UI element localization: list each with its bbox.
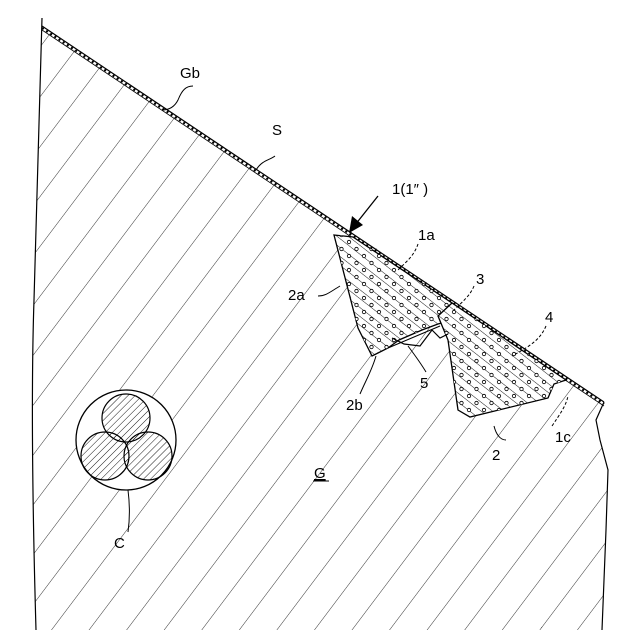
label-block: 1(1″ ) [392,181,428,198]
label-3: 3 [476,271,484,288]
label-gb: Gb [180,65,200,82]
label-2a: 2a [288,287,305,304]
label-c: C [114,535,125,552]
block-pointer-arrow [349,196,378,233]
label-1a: 1a [418,227,435,244]
label-g: G [314,465,326,482]
label-s: S [272,122,282,139]
cable-bundle [76,390,176,490]
label-5: 5 [420,375,428,392]
label-2: 2 [492,447,500,464]
label-1c: 1c [555,429,571,446]
label-2b: 2b [346,397,363,414]
label-4: 4 [545,309,553,326]
